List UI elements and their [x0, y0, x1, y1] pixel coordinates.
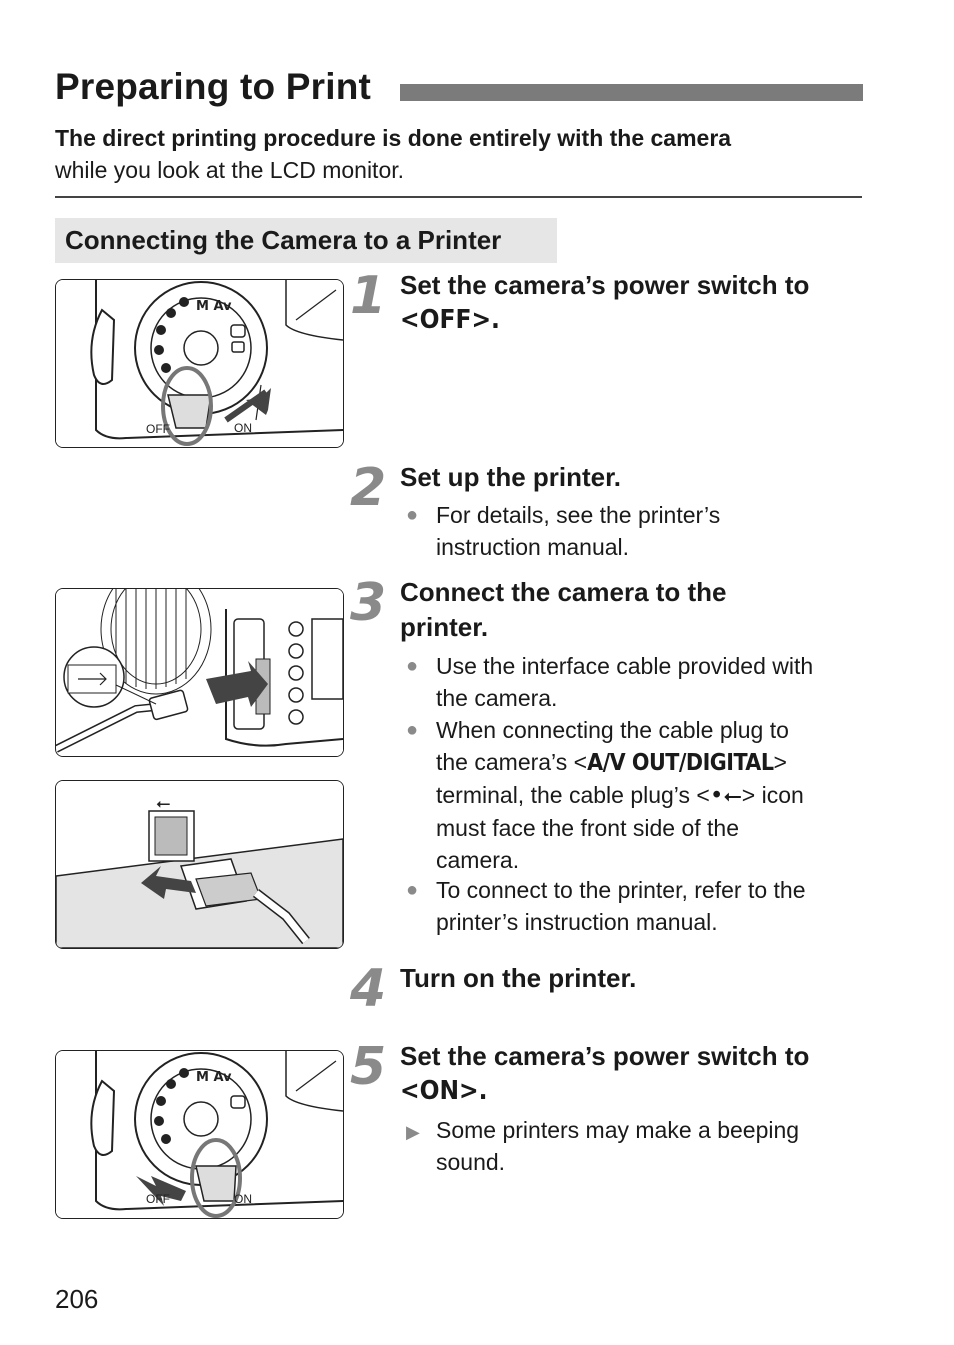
- off-label-2: OFF: [146, 1192, 170, 1206]
- step-3-heading-line2: printer.: [400, 612, 489, 642]
- bullet-dot-icon: ●: [406, 719, 419, 741]
- step-3-heading-line1: Connect the camera to the: [400, 577, 727, 607]
- intro-bold: The direct printing procedure is done en…: [55, 125, 732, 151]
- title-bar: [400, 84, 863, 101]
- step-2-number: 2: [350, 458, 387, 518]
- step-3-number: 3: [350, 573, 387, 633]
- page-title: Preparing to Print: [55, 66, 372, 107]
- step-1-heading-line2: <OFF>.: [400, 305, 500, 335]
- illustration-cable-connect: [55, 588, 344, 757]
- step-2-bullet-1: ● For details, see the printer’s instruc…: [406, 499, 720, 563]
- step-5-number: 5: [350, 1037, 387, 1097]
- step-2-heading: Set up the printer.: [400, 462, 622, 492]
- svg-text:M Av: M Av: [196, 299, 232, 314]
- triangle-right-icon: ▶: [406, 1122, 420, 1142]
- intro-normal: while you look at the LCD monitor.: [55, 157, 405, 183]
- illustration-power-off: M Av OFF ON: [55, 279, 344, 448]
- step-1-heading-line1: Set the camera’s power switch to: [400, 270, 810, 300]
- illustration-usb-plug: ⭠: [55, 780, 344, 949]
- bullet-dot-icon: ●: [406, 655, 419, 677]
- on-label: ON: [234, 421, 252, 435]
- step-3-bullet-2: ● When connecting the cable plug to the …: [406, 714, 804, 876]
- on-label-2: ON: [234, 1192, 252, 1206]
- illustration-power-on: M Av OFF ON: [55, 1050, 344, 1219]
- step-3-bullet-1: ● Use the interface cable provided with …: [406, 650, 813, 714]
- section-heading: Connecting the Camera to a Printer: [55, 218, 557, 263]
- step-4-heading: Turn on the printer.: [400, 963, 637, 993]
- bullet-dot-icon: ●: [406, 504, 419, 526]
- av-out-digital-term: A/V OUT/DIGITAL: [587, 750, 774, 776]
- usb-icon: •⭠: [709, 783, 742, 809]
- usb-icon: ⭠: [156, 793, 170, 814]
- step-5-heading-line1: Set the camera’s power switch to: [400, 1041, 810, 1071]
- step-4-number: 4: [350, 959, 387, 1019]
- step-5-heading-line2: <ON>.: [400, 1076, 488, 1106]
- off-label: OFF: [146, 422, 170, 436]
- step-5-bullet-1: ▶ Some printers may make a beeping sound…: [406, 1117, 800, 1175]
- bullet-dot-icon: ●: [406, 879, 419, 901]
- divider: [55, 196, 862, 198]
- step-3-bullet-3: ● To connect to the printer, refer to th…: [406, 874, 806, 938]
- svg-text:M Av: M Av: [196, 1070, 232, 1085]
- step-1-number: 1: [350, 266, 387, 326]
- page-number: 206: [55, 1284, 99, 1314]
